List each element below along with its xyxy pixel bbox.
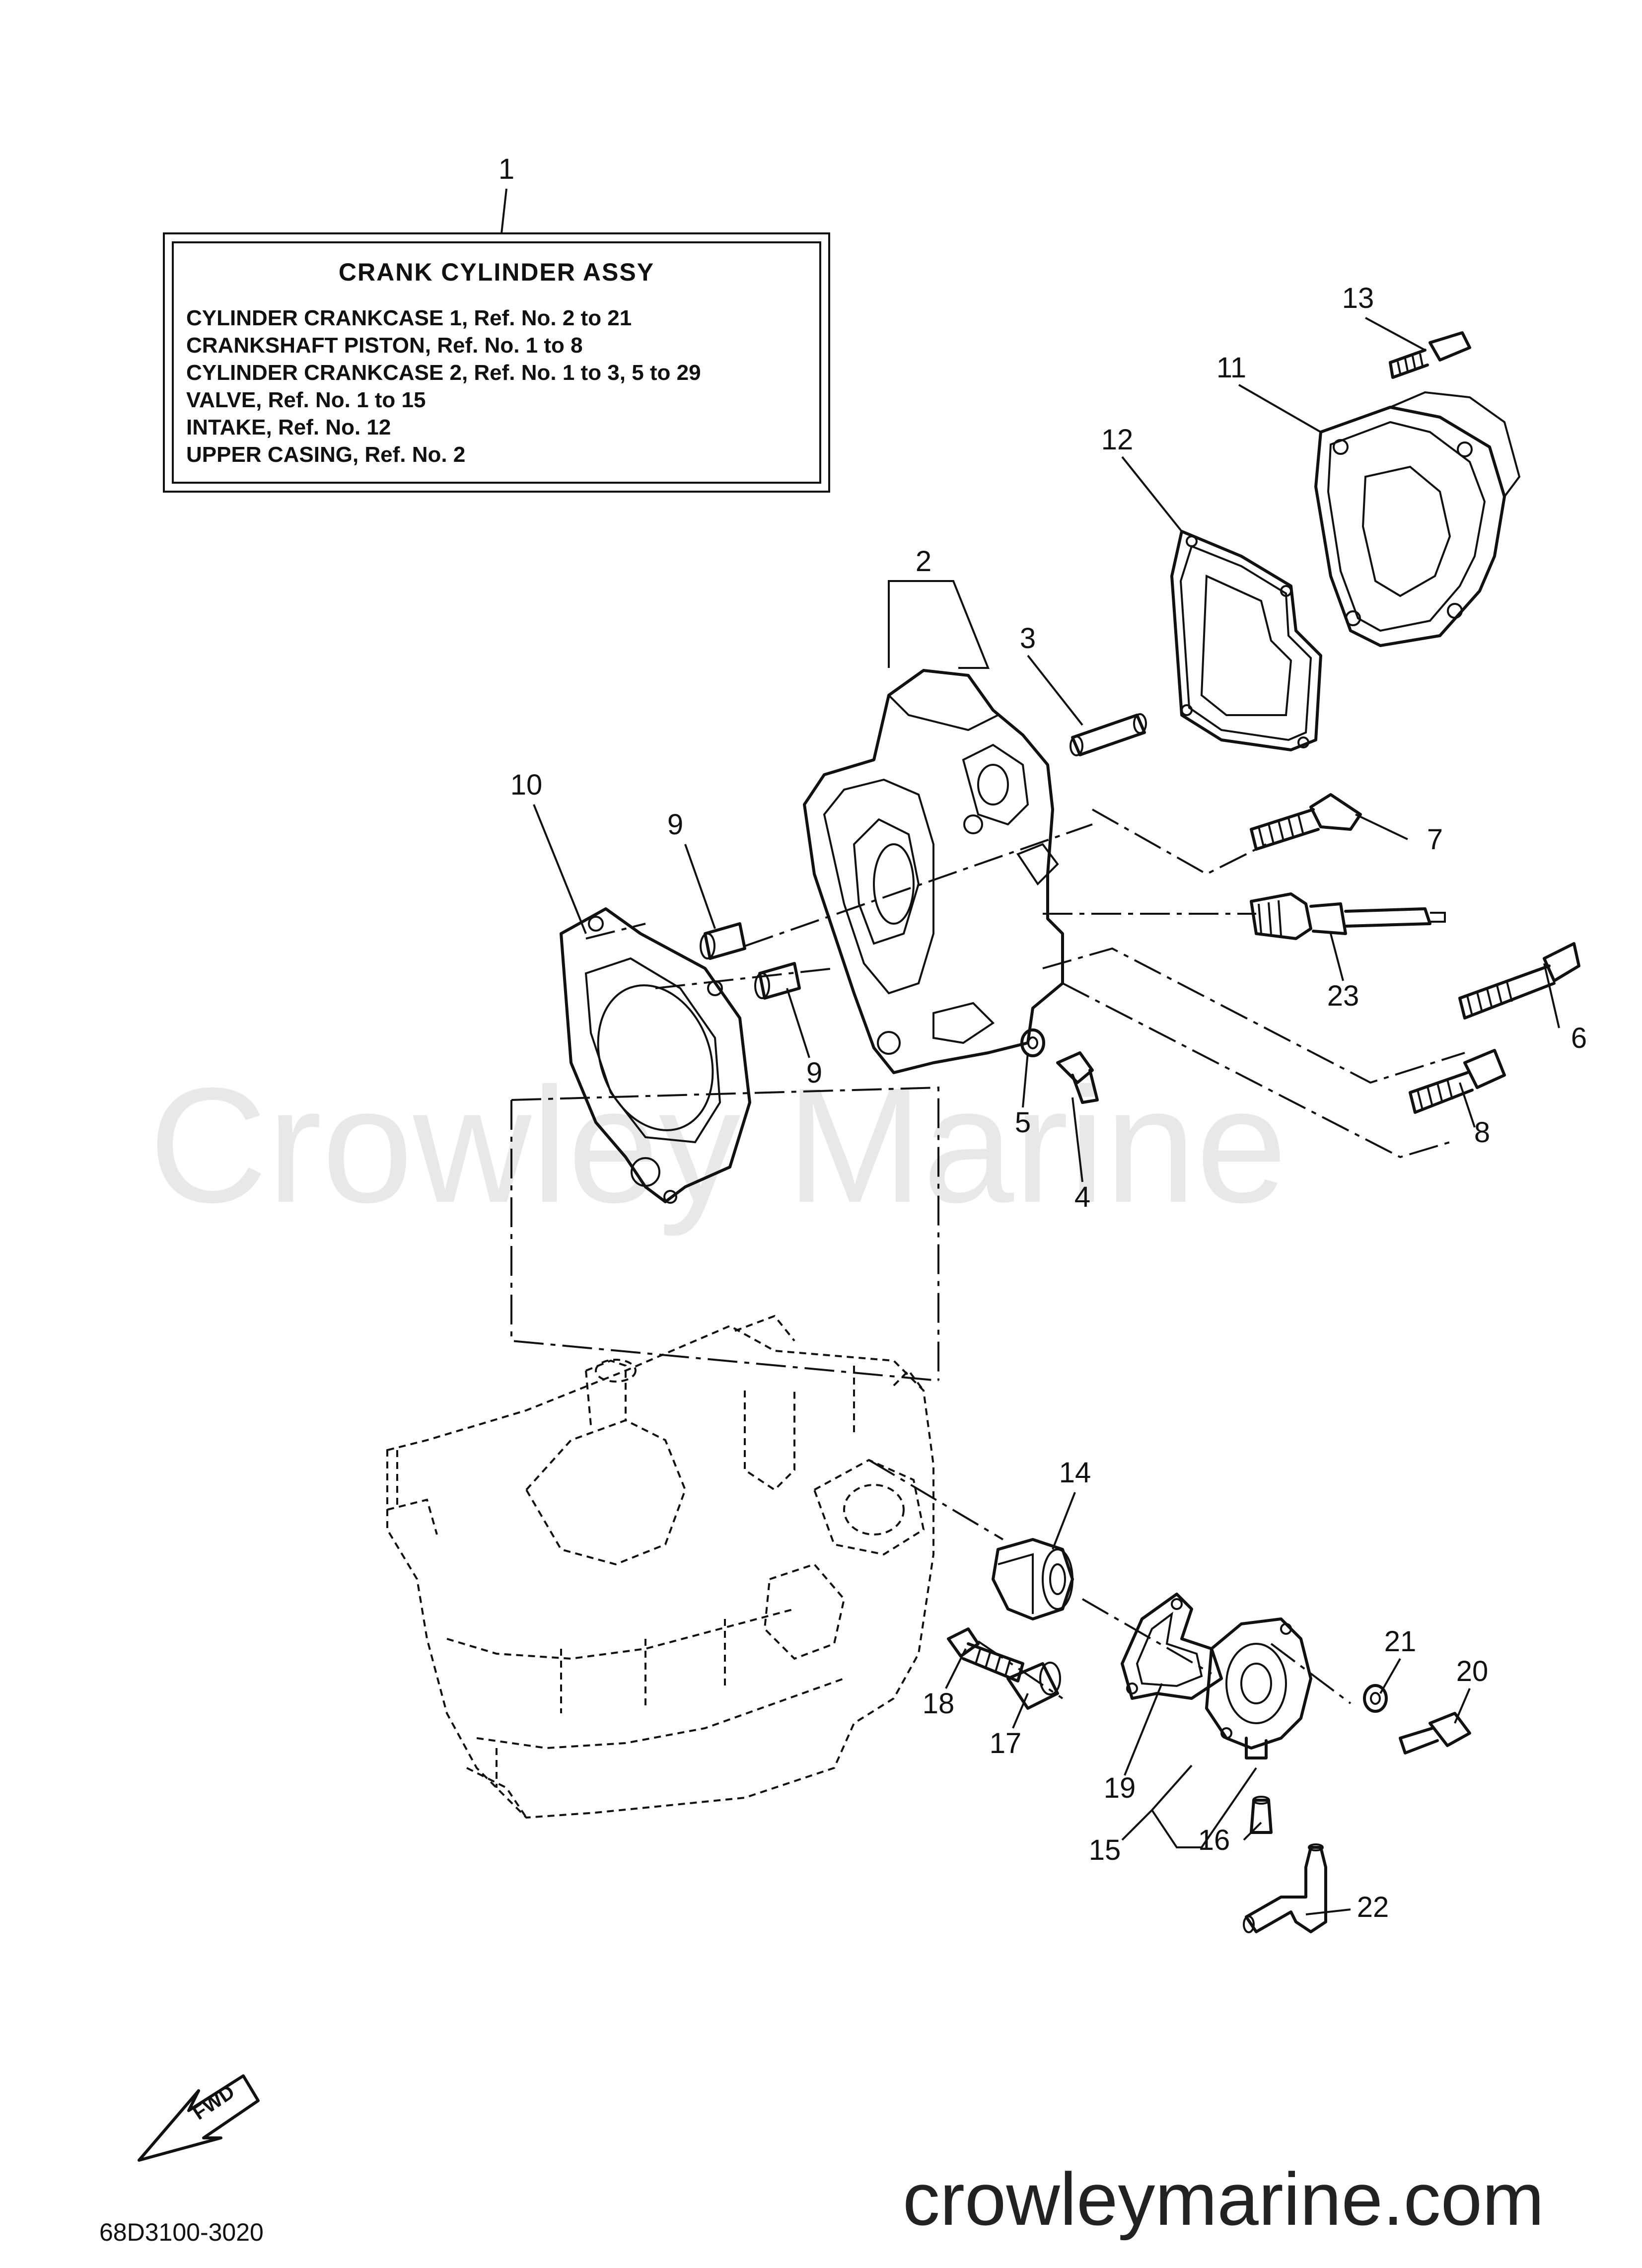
callout-2: 2	[916, 545, 931, 578]
callout-4: 4	[1074, 1181, 1090, 1213]
assy-line-6: UPPER CASING, Ref. No. 2	[186, 442, 465, 467]
part-20-bolt	[1399, 1712, 1471, 1755]
part-23-spark-plug	[1250, 892, 1446, 940]
callout-9-upper: 9	[667, 808, 683, 841]
part-17-collar	[1006, 1662, 1061, 1710]
part-11-cover	[1314, 391, 1521, 647]
part-4-bolt	[1056, 1051, 1099, 1104]
callout-1: 1	[499, 153, 514, 185]
callout-12: 12	[1101, 424, 1134, 456]
callout-3: 3	[1020, 622, 1036, 655]
part-5-washer	[1020, 1028, 1045, 1057]
part-9-dowel-upper	[700, 922, 746, 960]
part-16-fitting	[1250, 1796, 1273, 1834]
callout-11: 11	[1216, 352, 1246, 384]
part-13-bolt	[1389, 331, 1471, 379]
part-22-hose	[1243, 1843, 1327, 1933]
part-19-gasket	[1121, 1593, 1223, 1700]
part-15-thermostat-cover	[1205, 1617, 1312, 1759]
callout-21: 21	[1384, 1625, 1417, 1658]
callout-17: 17	[990, 1727, 1022, 1759]
callout-6: 6	[1571, 1022, 1587, 1054]
callout-13: 13	[1342, 282, 1374, 314]
callout-10: 10	[510, 769, 543, 801]
callout-5: 5	[1015, 1106, 1031, 1139]
callout-19: 19	[1104, 1772, 1136, 1804]
part-3-pin	[1070, 713, 1147, 756]
leader-lines	[500, 188, 1560, 1915]
part-7-bolt	[1250, 793, 1362, 851]
callouts: 1 2 3 4 5 6 7 8 9 9 10 11 12 13 14 15 16…	[499, 153, 1587, 1923]
part-9-dowel-lower	[754, 962, 801, 1000]
callout-18: 18	[923, 1687, 955, 1720]
part-12-gasket	[1170, 530, 1322, 751]
part-8-bolt	[1409, 1049, 1506, 1114]
fwd-arrow-icon: FWD	[138, 2074, 260, 2162]
diagram-part-number: 68D3100-3020	[99, 2218, 264, 2246]
alignment-lines	[510, 808, 1465, 1704]
callout-23: 23	[1327, 980, 1359, 1012]
callout-20: 20	[1456, 1655, 1489, 1687]
part-14-thermostat	[992, 1538, 1074, 1620]
part-2-cylinder-head	[803, 669, 1064, 1074]
callout-15: 15	[1089, 1834, 1121, 1866]
callout-22: 22	[1357, 1891, 1389, 1923]
callout-14: 14	[1059, 1457, 1091, 1489]
assy-line-5: INTAKE, Ref. No. 12	[186, 415, 391, 439]
assy-line-1: CYLINDER CRANKCASE 1, Ref. No. 2 to 21	[186, 306, 632, 330]
assy-title: CRANK CYLINDER ASSY	[339, 258, 654, 286]
crankcase-block	[386, 1315, 934, 1819]
assy-line-4: VALVE, Ref. No. 1 to 15	[186, 388, 426, 412]
callout-7: 7	[1427, 823, 1443, 856]
footer-url[interactable]: crowleymarine.com	[903, 2157, 1544, 2241]
assy-line-3: CYLINDER CRANKCASE 2, Ref. No. 1 to 3, 5…	[186, 361, 701, 385]
callout-8: 8	[1474, 1116, 1490, 1149]
callout-9-lower: 9	[806, 1057, 822, 1089]
part-18-bolt	[947, 1627, 1024, 1683]
part-6-bolt	[1458, 942, 1580, 1020]
assy-line-2: CRANKSHAFT PISTON, Ref. No. 1 to 8	[186, 333, 583, 358]
part-21-washer	[1363, 1684, 1388, 1713]
assembly-info-box: CRANK CYLINDER ASSY CYLINDER CRANKCASE 1…	[163, 232, 830, 493]
part-10-gasket	[560, 907, 751, 1204]
